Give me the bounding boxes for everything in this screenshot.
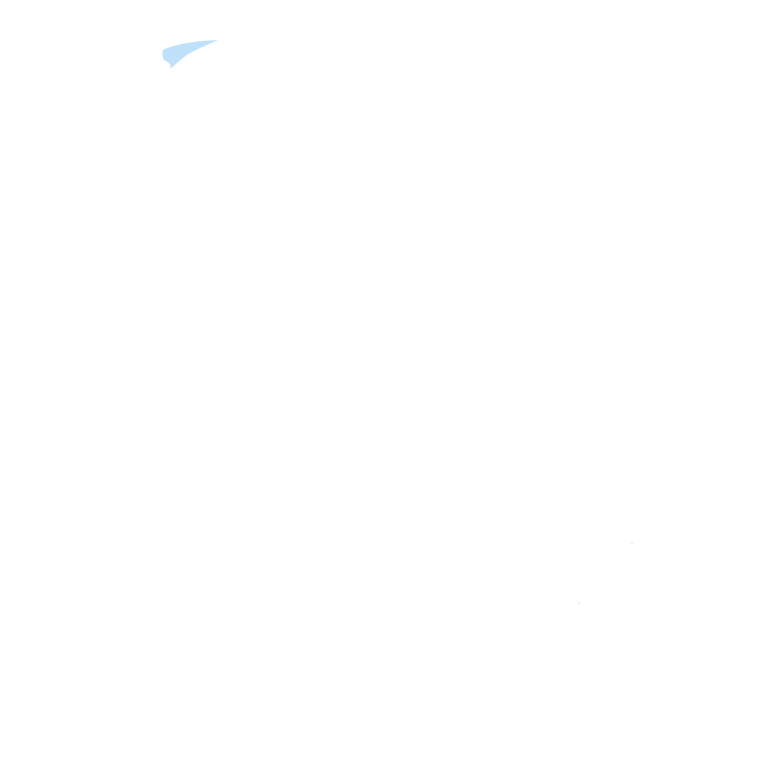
blue-brush-stroke: [162, 40, 218, 69]
speck: [631, 542, 633, 544]
speck: [578, 602, 580, 604]
